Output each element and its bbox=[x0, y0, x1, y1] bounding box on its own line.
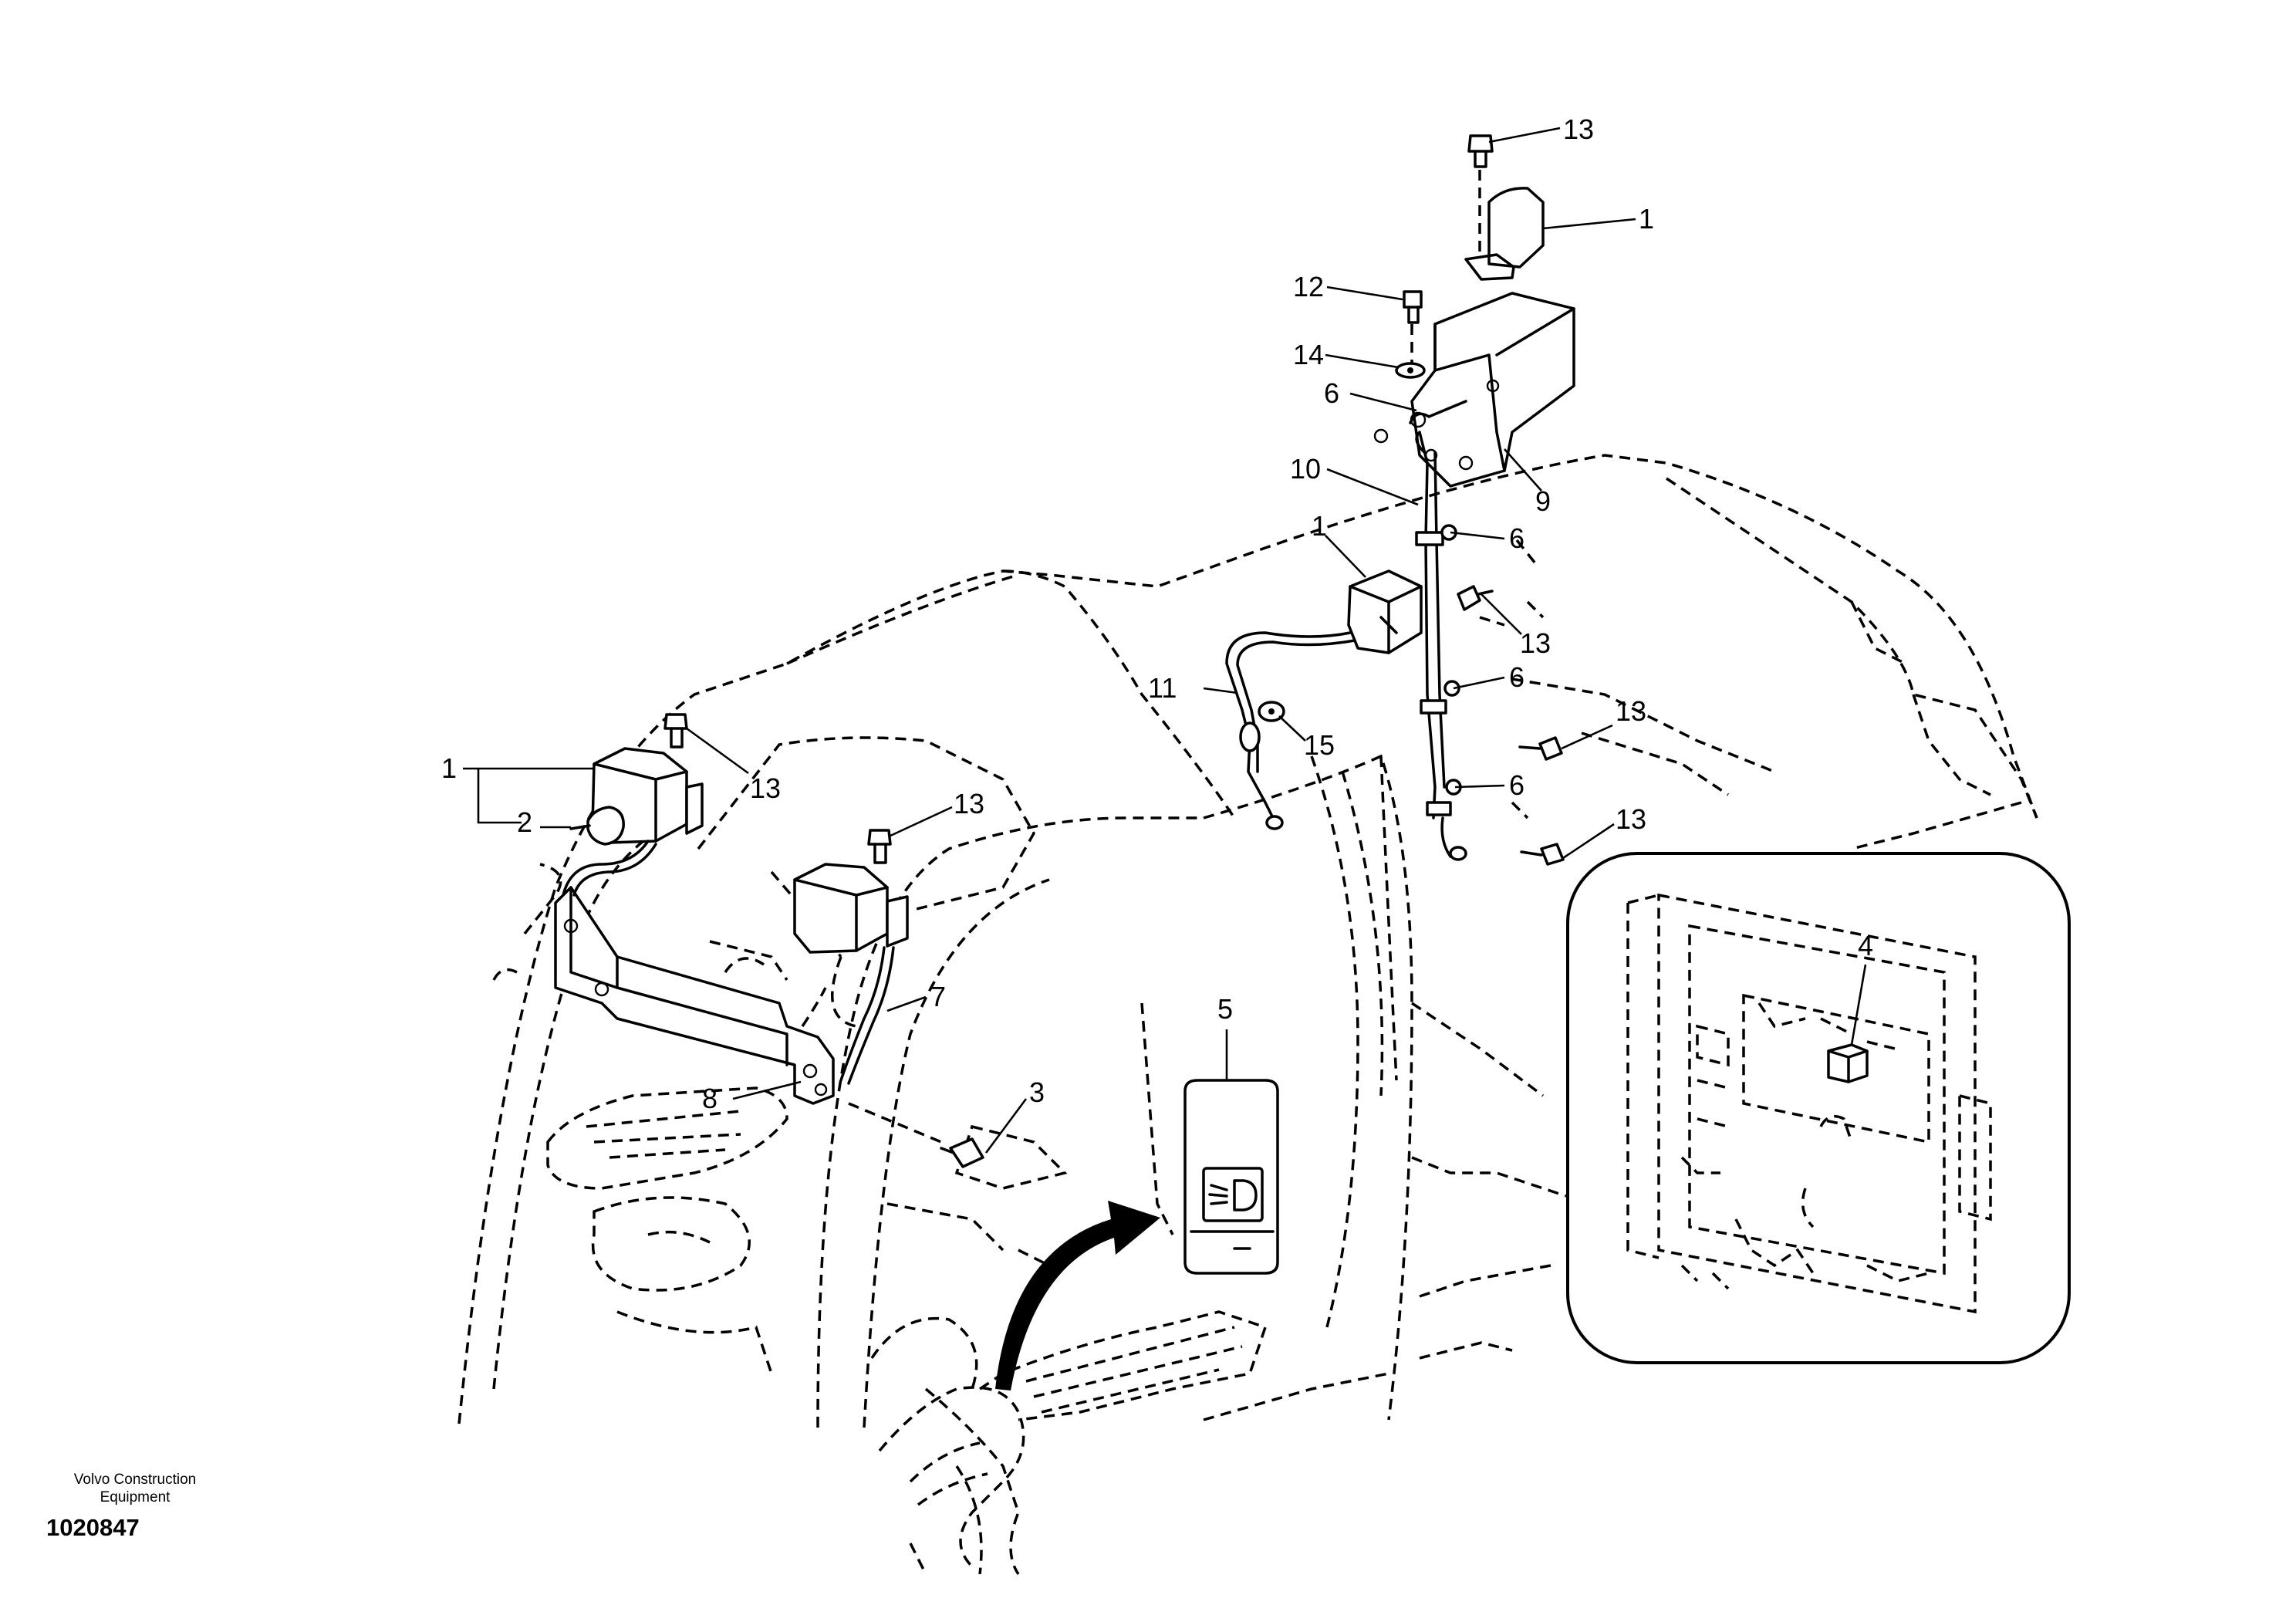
callout-6-c: 6 bbox=[1509, 661, 1524, 693]
bulb-2 bbox=[586, 806, 625, 846]
callout-15: 15 bbox=[1304, 729, 1335, 761]
drawing-number: 1020847 bbox=[46, 1514, 140, 1541]
arrow-to-switch bbox=[995, 1201, 1160, 1391]
bolt-13-mid-2 bbox=[1518, 736, 1563, 761]
detail-inset bbox=[1566, 852, 2071, 1364]
callout-6-d: 6 bbox=[1509, 769, 1524, 801]
left-light-assembly bbox=[554, 713, 984, 1168]
callout-1-a: 1 bbox=[1639, 203, 1654, 235]
lamp-1-second bbox=[793, 863, 889, 954]
upper-light-assembly bbox=[1225, 134, 1575, 866]
callout-3: 3 bbox=[1029, 1076, 1045, 1108]
callout-7: 7 bbox=[930, 981, 946, 1012]
callout-13-e: 13 bbox=[750, 772, 781, 804]
bolt-13-top bbox=[1467, 134, 1494, 153]
bolt-13-second-lamp bbox=[867, 829, 892, 846]
callout-13-f: 13 bbox=[954, 788, 984, 819]
callout-4: 4 bbox=[1858, 930, 1873, 961]
callout-6-a: 6 bbox=[1324, 377, 1339, 409]
bolt-13-mid-1 bbox=[1457, 585, 1494, 611]
publisher-line-1: Volvo Construction bbox=[73, 1472, 197, 1488]
callout-13-d: 13 bbox=[1616, 803, 1646, 835]
bolt-13-mid-3 bbox=[1520, 843, 1565, 866]
cab-outline bbox=[458, 454, 2038, 1575]
cable-11 bbox=[1225, 631, 1352, 819]
cable-7 bbox=[839, 946, 886, 1082]
callout-13-c: 13 bbox=[1616, 695, 1646, 727]
publisher-line-2: Equipment bbox=[100, 1489, 171, 1505]
callout-2: 2 bbox=[517, 806, 532, 838]
bracket-8 bbox=[554, 886, 835, 1105]
callout-10: 10 bbox=[1290, 453, 1321, 485]
callout-9: 9 bbox=[1535, 485, 1551, 517]
lamp-1-middle bbox=[1347, 569, 1423, 654]
bolt-12 bbox=[1403, 290, 1423, 309]
lamp-1-top bbox=[1487, 187, 1545, 269]
callout-8: 8 bbox=[702, 1083, 718, 1114]
bolt-13-left-lamp bbox=[663, 713, 688, 730]
callout-12: 12 bbox=[1293, 271, 1324, 302]
callout-11: 11 bbox=[1148, 672, 1177, 704]
callout-13-b: 13 bbox=[1520, 627, 1551, 659]
callout-5: 5 bbox=[1217, 993, 1233, 1025]
callout-14: 14 bbox=[1293, 339, 1324, 370]
bolt-3 bbox=[940, 1137, 984, 1168]
publisher-name: Volvo Construction Equipment bbox=[46, 1471, 224, 1506]
leader-lines bbox=[463, 127, 1867, 1154]
callout-1-b: 1 bbox=[1312, 510, 1327, 542]
switch-5 bbox=[1183, 1079, 1279, 1275]
callout-1-c: 1 bbox=[441, 752, 457, 784]
harness-10 bbox=[1415, 431, 1437, 819]
callouts: 13 1 12 14 6 9 10 1 6 13 6 11 15 13 6 13… bbox=[441, 113, 1873, 1114]
callout-13-a: 13 bbox=[1563, 113, 1594, 145]
title-block: Volvo Construction Equipment 1020847 bbox=[46, 1471, 224, 1542]
callout-6-b: 6 bbox=[1509, 522, 1524, 554]
